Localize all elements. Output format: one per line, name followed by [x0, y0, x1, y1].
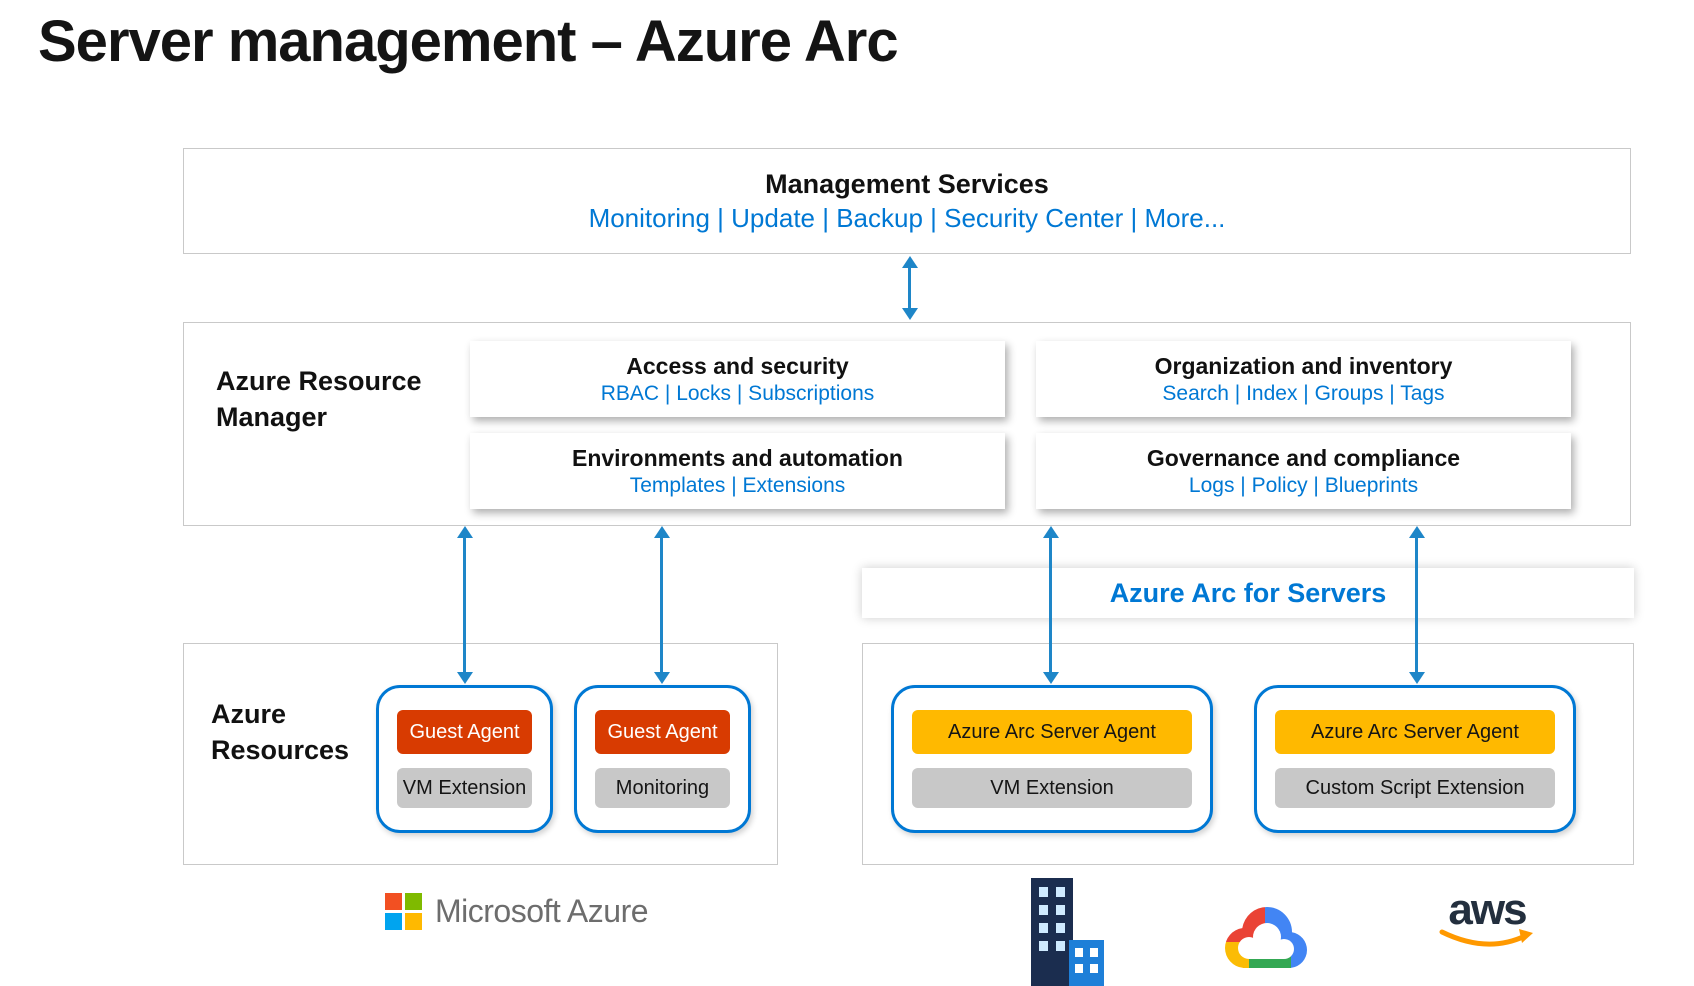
vm-card-2: Guest Agent Monitoring [574, 685, 751, 833]
microsoft-azure-label: Microsoft Azure [435, 893, 649, 929]
aws-label: aws [1448, 885, 1527, 934]
arrow-mgmt-to-arm [908, 268, 911, 308]
aws-logo: aws [1432, 888, 1542, 952]
monitoring-chip: Monitoring [595, 768, 730, 808]
management-services-box: Management Services Monitoring | Update … [183, 148, 1631, 254]
arrow-arm-to-arc1 [1049, 538, 1052, 672]
cell-access-and-security: Access and security RBAC | Locks | Subsc… [470, 341, 1005, 417]
vm-card-1: Guest Agent VM Extension [376, 685, 553, 833]
azure-resource-manager-label: Azure Resource Manager [216, 366, 422, 433]
azure-arc-for-servers-banner: Azure Arc for Servers [862, 568, 1634, 618]
management-services-list: Monitoring | Update | Backup | Security … [588, 202, 1226, 233]
page-title: Server management – Azure Arc [38, 9, 899, 74]
cell-governance-and-compliance: Governance and compliance Logs | Policy … [1036, 433, 1571, 509]
arrow-arm-to-arc2 [1415, 538, 1418, 672]
cell-title: Environments and automation [572, 444, 903, 471]
cell-items: RBAC | Locks | Subscriptions [600, 381, 875, 405]
arc-enabled-servers-box: Azure Arc Server Agent VM Extension Azur… [862, 643, 1634, 865]
cell-organization-and-inventory: Organization and inventory Search | Inde… [1036, 341, 1571, 417]
cell-environments-and-automation: Environments and automation Templates | … [470, 433, 1005, 509]
guest-agent-chip: Guest Agent [595, 710, 730, 754]
microsoft-azure-logo: Microsoft Azure [385, 893, 649, 930]
vm-extension-chip: VM Extension [912, 768, 1192, 808]
azure-resource-manager-box: Azure Resource Manager Access and securi… [183, 322, 1631, 526]
azure-resources-box: Azure Resources Guest Agent VM Extension… [183, 643, 778, 865]
cell-items: Logs | Policy | Blueprints [1188, 473, 1419, 497]
vm-extension-chip: VM Extension [397, 768, 532, 808]
cell-title: Access and security [626, 352, 849, 379]
cell-items: Templates | Extensions [629, 473, 846, 497]
cell-title: Organization and inventory [1154, 352, 1453, 379]
aws-smile-icon [1439, 929, 1533, 947]
management-services-title: Management Services [765, 168, 1049, 199]
azure-resources-label: Azure Resources [211, 699, 350, 766]
arrow-arm-to-vm2 [660, 538, 663, 672]
microsoft-logo-icon [385, 893, 422, 930]
arc-server-agent-chip: Azure Arc Server Agent [912, 710, 1192, 754]
arrow-arm-to-vm1 [463, 538, 466, 672]
cell-title: Governance and compliance [1146, 444, 1461, 471]
arc-server-card-1: Azure Arc Server Agent VM Extension [891, 685, 1213, 833]
guest-agent-chip: Guest Agent [397, 710, 532, 754]
arc-server-agent-chip: Azure Arc Server Agent [1275, 710, 1555, 754]
on-premises-building-icon [1031, 878, 1104, 986]
arc-server-card-2: Azure Arc Server Agent Custom Script Ext… [1254, 685, 1576, 833]
cell-items: Search | Index | Groups | Tags [1162, 381, 1445, 405]
custom-script-extension-chip: Custom Script Extension [1275, 768, 1555, 808]
google-cloud-icon [1225, 907, 1307, 968]
